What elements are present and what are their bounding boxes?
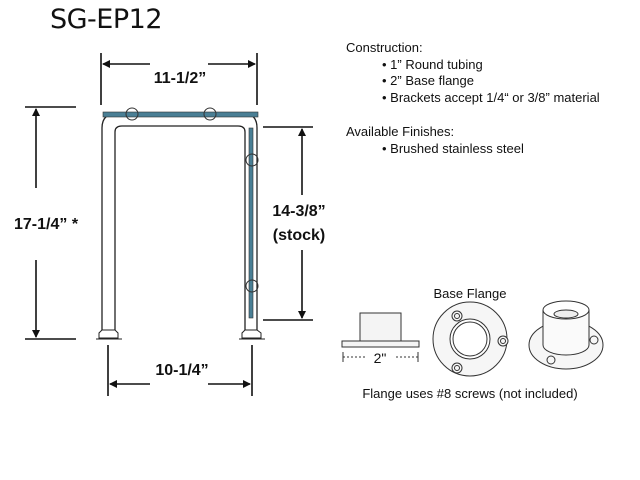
flange-iso-view <box>528 300 604 370</box>
construction-heading: Construction: <box>346 40 423 55</box>
construction-item: • 2” Base flange <box>382 73 474 88</box>
flange-side-view <box>341 312 420 362</box>
base-flanges <box>96 329 265 340</box>
dim-stock-height: 14-3/8” <box>272 203 326 220</box>
frame-tube <box>101 112 258 330</box>
flange-top-view <box>432 301 509 377</box>
finishes-item: • Brushed stainless steel <box>382 141 524 156</box>
flange-caption: Flange uses #8 screws (not included) <box>362 386 578 401</box>
flange-size: 2" <box>373 350 387 366</box>
flange-label: Base Flange <box>433 286 507 301</box>
construction-item: • Brackets accept 1/4“ or 3/8” material <box>382 90 600 105</box>
dim-base-width: 10-1/4” <box>155 362 209 379</box>
construction-item: • 1” Round tubing <box>382 57 483 72</box>
product-title: SG-EP12 <box>50 4 163 35</box>
top-panel <box>102 111 259 118</box>
dimension-lines <box>25 53 313 396</box>
bracket-clamps <box>125 107 259 293</box>
dim-top-width: 11-1/2” <box>153 70 207 87</box>
dim-height: 17-1/4” * <box>14 216 79 233</box>
finishes-heading: Available Finishes: <box>346 124 455 139</box>
dim-stock-note: (stock) <box>272 227 326 244</box>
side-panel <box>248 127 254 319</box>
